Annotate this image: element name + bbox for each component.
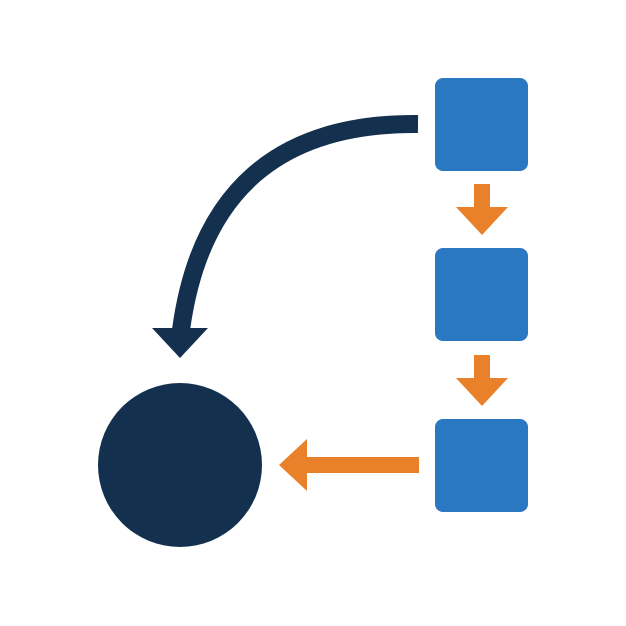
flow-arrow-2-head [456,378,508,406]
flow-arrow-1-head [456,207,508,235]
process-box-step-3 [435,419,528,512]
curved-arrow-head [152,328,208,358]
flow-arrow-1-to-2 [456,184,508,235]
flow-arrow-3-to-terminal [279,439,419,491]
process-box-step-2 [435,248,528,341]
curved-return-arrow [152,114,419,358]
flow-arrow-3-shaft [303,457,419,473]
flow-arrow-2-to-3 [456,355,508,406]
flow-arrow-1-shaft [474,184,490,211]
process-box-step-1 [435,78,528,171]
flow-arrow-3-head [279,439,307,491]
flow-arrow-2-shaft [474,355,490,382]
curved-arrow-shaft [172,114,419,332]
terminal-circle [98,383,262,547]
